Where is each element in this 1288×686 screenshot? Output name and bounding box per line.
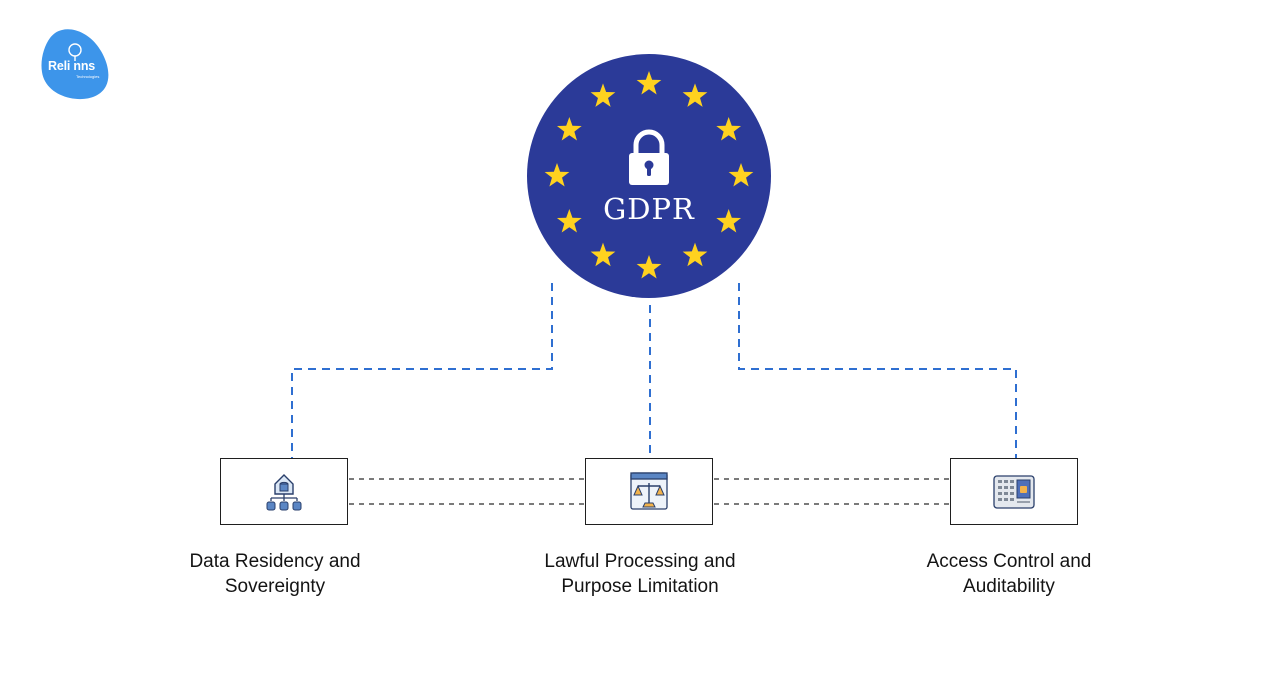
database-hierarchy-icon: [266, 473, 302, 510]
star-icon: [682, 83, 708, 107]
star-icon: [716, 117, 742, 141]
scales-of-justice-icon: [630, 471, 668, 510]
company-logo: [41, 29, 109, 100]
star-icon: [728, 163, 754, 187]
star-icon: [556, 117, 582, 141]
logo-subtext: Technologies: [76, 74, 100, 79]
caption-access-control: Access Control and Auditability: [926, 551, 1092, 597]
star-icon: [544, 163, 570, 187]
access-keypad-icon: [993, 474, 1035, 509]
connector-left: [291, 283, 553, 458]
node-data-residency: [220, 458, 348, 525]
caption-lawful-processing: Lawful Processing and Purpose Limitation: [544, 551, 736, 597]
logo-wordmark: Reli nns: [48, 59, 96, 73]
node-lawful-processing: [585, 458, 713, 525]
connector-right: [738, 283, 1017, 458]
caption-data-residency: Data Residency and Sovereignty: [189, 551, 361, 597]
gdpr-emblem: [527, 54, 771, 298]
star-icon: [590, 242, 616, 267]
star-icon: [636, 255, 662, 279]
padlock-icon: [629, 129, 669, 185]
node-access-control: [950, 458, 1078, 525]
star-icon: [556, 209, 582, 233]
eu-stars: [544, 71, 754, 279]
star-icon: [590, 83, 616, 107]
emblem-title: GDPR: [603, 192, 695, 226]
star-icon: [682, 242, 708, 267]
star-icon: [636, 71, 662, 95]
star-icon: [716, 209, 742, 233]
